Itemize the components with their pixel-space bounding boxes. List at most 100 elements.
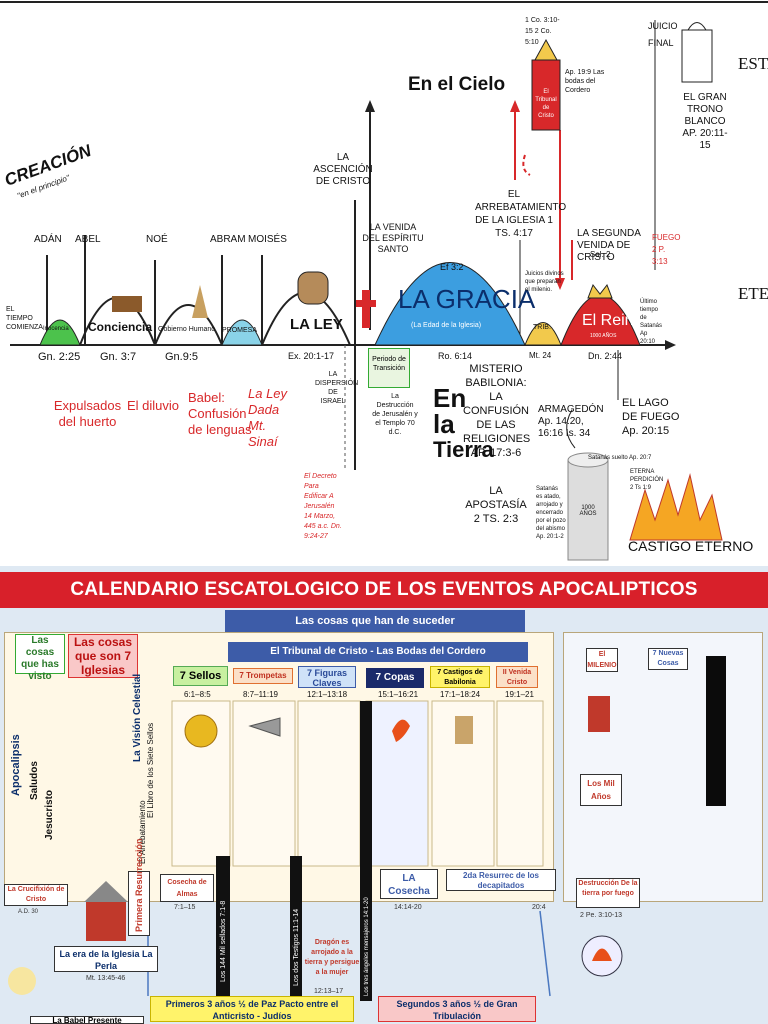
- calendar-millennium-scroll: [563, 632, 763, 902]
- mt24-ref: Mt. 24: [529, 351, 552, 360]
- gracia-label: LA GRACIA: [398, 284, 536, 314]
- col-copas-ref: 15:1–16:21: [378, 690, 419, 699]
- gracia-ref: Ro. 6:14: [438, 351, 473, 361]
- periodo-transicion: Periodo de Transición: [368, 348, 410, 388]
- ad30-label: A.D. 30: [18, 909, 39, 915]
- age-name-noe: NOÉ: [146, 234, 168, 245]
- fuego-label: FUEGO 2 P. 3:13: [652, 233, 681, 266]
- calendar-diagram: CALENDARIO ESCATOLOGICO DE LOS EVENTOS A…: [0, 566, 768, 1024]
- seal-gobierno: Gobierno Humano: [158, 326, 216, 333]
- calendar-title: CALENDARIO ESCATOLOGICO DE LOS EVENTOS A…: [0, 572, 768, 608]
- reino-label: El Reino: [582, 312, 643, 329]
- destruccion-jerusalen: La Destrucción de Jerusalén y el Templo …: [372, 393, 418, 436]
- armagedon-label: ARMAGEDÓN Ap. 14:20, 16:16 Is. 34: [538, 404, 604, 439]
- ultimo-tiempo: Último tiempo de Satanás Ap 20:10: [640, 299, 663, 345]
- trib-label: TRIB.: [533, 324, 551, 331]
- juicios-label: Juicios divinos que preparan el milenio.: [525, 271, 564, 293]
- age-name-adan: ADÁN: [34, 234, 62, 245]
- tiempo-comienza: EL TIEMPO COMIENZA: [6, 306, 43, 331]
- col-sellos-title: 7 Sellos: [173, 666, 228, 686]
- age-name-abram: ABRAM: [210, 234, 246, 245]
- satanas-atado: Satanás es atado, arrojado y encerrado p…: [536, 486, 566, 540]
- dn244-ref: Dn. 2:44: [588, 351, 623, 361]
- segunda-venida-label: LA SEGUNDA VENIDA DE CRISTO: [577, 228, 641, 263]
- mil-sellados: Los 144 Mil sellados 7:1-8: [220, 900, 227, 982]
- eterna-perdicion: ETERNA PERDICIÓN 2 Ts 1:9: [630, 469, 664, 491]
- estado-label: ESTADO: [738, 54, 768, 73]
- dragon-label: Dragón es arrojado a la tierra y persigu…: [304, 939, 360, 976]
- satanas-suelto: Satanás suelto Ap. 20:7: [588, 455, 652, 461]
- primera-resurreccion-label: Primera Resurrección: [134, 838, 144, 932]
- venida-espiritu-label: LA VENIDA DEL ESPÍRITU SANTO: [362, 222, 424, 254]
- en-la-tierra-1: En: [433, 383, 467, 413]
- dragon-ref: 12:13–17: [314, 988, 344, 995]
- las-cosas-visto: Las cosas que has visto: [15, 634, 65, 682]
- milenio-box: El MILENIO: [586, 648, 618, 672]
- lago-fuego: EL LAGO DE FUEGO Ap. 20:15: [622, 397, 680, 437]
- primeros-box: Primeros 3 años ½ de Paz Pacto entre el …: [150, 996, 354, 1022]
- cosas-suceder: Las cosas que han de suceder: [225, 610, 525, 632]
- age-name-abel: ABEL: [75, 234, 101, 245]
- event-expulsados: Expulsados del huerto: [53, 398, 122, 429]
- castigo-eterno: CASTIGO ETERNO: [628, 538, 754, 554]
- segunda-resurreccion-box: 2da Resurrec de los decapitados: [446, 869, 556, 891]
- tribunal-bodas: El Tribunal de Cristo - Las Bodas del Co…: [228, 642, 528, 662]
- mil-anos-pozo: 1000 AÑOS: [579, 505, 597, 517]
- timeline-diagram: CREACIÓN "en el principio" EL TIEMPO COM…: [0, 1, 768, 561]
- dos-testigos: Los dos Testigos 11:1-14: [293, 908, 300, 986]
- decreto-label: El Decreto Para Edificar A Jerusalén 14 …: [304, 473, 342, 540]
- la-cosecha-box: LA Cosecha: [380, 869, 438, 899]
- ref-gn95: Gn.9:5: [165, 351, 199, 363]
- juicio-final: JUICIO FINAL: [648, 21, 678, 48]
- misterio-label: MISTERIO BABILONIA: LA CONFUSIÓN DE LAS …: [463, 363, 531, 459]
- reino-mil: 1000 AÑOS: [590, 333, 617, 339]
- timeline-graphics: [0, 1, 768, 561]
- seal-promesa: PROMESA: [222, 327, 258, 334]
- en-la-tierra-2: la: [433, 409, 455, 439]
- col-venida-ref: 19:1–21: [505, 690, 534, 699]
- la-cosecha-ref: 14:14-20: [394, 904, 422, 911]
- col-trompetas-ref: 8:7–11:19: [243, 690, 278, 699]
- cosecha-almas-ref: 7:1–15: [174, 904, 196, 911]
- seal-inocencia: Inocencia: [43, 326, 69, 332]
- dispersion-label: LA DISPERSIÓN DE ISRAEL: [315, 371, 359, 405]
- gracia-ref-top: Ef 3:2: [440, 262, 464, 272]
- gran-trono: EL GRAN TRONO BLANCO AP. 20:11-15: [682, 92, 728, 151]
- calendar-graphics: [8, 656, 726, 1001]
- primera-resurreccion-box: Primera Resurrección: [128, 838, 150, 936]
- en-el-cielo: En el Cielo: [408, 74, 506, 95]
- col-castigos-ref: 17:1–18:24: [440, 690, 481, 699]
- era-iglesia-box: La era de la Iglesia La Perla: [54, 946, 158, 972]
- destruccion-tierra-ref: 2 Pe. 3:10-13: [580, 912, 623, 919]
- tribunal-label: El Tribunal de Cristo: [535, 89, 557, 119]
- segundos-box: Segundos 3 años ½ de Gran Tribulación: [378, 996, 536, 1022]
- las-cosas-son: Las cosas que son 7 Iglesias: [68, 634, 138, 678]
- rapto-label: EL ARREBATAMIENTO DE LA IGLESIA 1 TS. 4:…: [475, 189, 567, 239]
- nuevas-cosas-box: 7 Nuevas Cosas: [648, 648, 688, 670]
- ref-gn37: Gn. 3:7: [100, 351, 137, 363]
- event-diluvio: El diluvio: [127, 398, 180, 413]
- event-ley-dada: La Ley Dada Mt. Sinaí: [248, 386, 288, 449]
- ref-ex20: Ex. 20:1-17: [288, 351, 335, 361]
- gracia-sub: (La Edad de la Iglesia): [411, 322, 482, 329]
- cosecha-almas-box: Cosecha de Almas: [160, 874, 214, 902]
- col-venida-title: II Venida Cristo: [496, 666, 538, 688]
- ascension-label: LA ASCENCIÓN DE CRISTO: [313, 152, 373, 187]
- crucifixion-box: La Crucifixión de Cristo: [4, 884, 68, 906]
- age-name-moises: MOISÉS: [248, 234, 287, 245]
- tres-angeles: Los tres ángeles mensajeros 14:1-20: [364, 897, 370, 996]
- seal-ley: LA LEY: [290, 316, 343, 333]
- era-iglesia-ref: Mt. 13:45-46: [86, 975, 126, 982]
- destruccion-tierra-box: Destrucción De la tierra por fuego: [576, 878, 640, 908]
- seal-conciencia: Conciencia: [88, 320, 153, 334]
- segunda-ref: Sal. 2: [590, 250, 611, 259]
- corintios-ref: 1 Co. 3:10-15 2 Co. 5:10: [525, 17, 560, 46]
- col-sellos-ref: 6:1–8:5: [184, 690, 211, 699]
- apostasia-label: LA APOSTASÍA 2 TS. 2:3: [465, 485, 527, 525]
- ref-gn225: Gn. 2:25: [38, 351, 81, 363]
- bodas-label: Ap. 19:9 Las bodas del Cordero: [565, 69, 605, 94]
- col-copas-title: 7 Copas: [366, 668, 424, 688]
- babel-box: La Babel Presente: [30, 1016, 144, 1024]
- eterno-label: ETERNO: [738, 284, 768, 303]
- col-figuras-ref: 12:1–13:18: [307, 690, 348, 699]
